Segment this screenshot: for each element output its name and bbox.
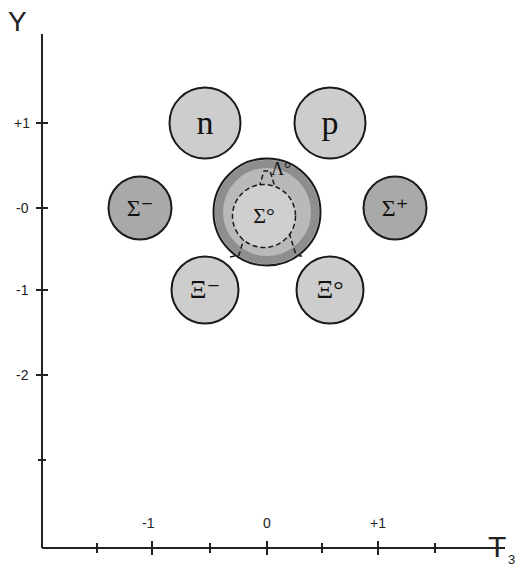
circle-shape [172, 257, 239, 324]
particle-circle: Σ⁻ [107, 175, 173, 241]
circle-shape [109, 177, 172, 240]
particle-circle: Σ⁺ [362, 175, 428, 241]
particle-symbol: Σ° [251, 204, 277, 228]
tick-label: -1 [142, 516, 154, 530]
inner-particle-circle: Σ° [231, 183, 297, 249]
particle-circle: p [293, 86, 367, 160]
axis-title: T [488, 532, 506, 562]
particle-circle: Ξ° [295, 255, 365, 325]
circle-shape [297, 257, 364, 324]
particle-symbol: p [322, 106, 339, 140]
tick-label: -1 [16, 283, 28, 297]
particle-circle: Λ° Σ° [212, 157, 322, 267]
particle-symbol: n [197, 106, 214, 140]
axis-title: Y [8, 8, 27, 36]
tick-label: +1 [370, 516, 386, 530]
circle-shape [214, 159, 321, 266]
particle-symbol: Σ⁻ [127, 196, 154, 220]
circle-shape [170, 88, 241, 159]
tick-label: +1 [14, 116, 30, 130]
particle-circle: Ξ⁻ [170, 255, 240, 325]
axis-subscript: 3 [508, 553, 515, 566]
circle-shape [295, 88, 366, 159]
circle-shape [364, 177, 427, 240]
particle-symbol: Ξ° [316, 277, 343, 303]
particle-circle: n [168, 86, 242, 160]
circle-shape [233, 185, 296, 248]
tick-label: 0 [263, 516, 271, 530]
shaded-ring [219, 164, 315, 260]
particle-symbol: Ξ⁻ [190, 277, 220, 303]
particle-symbol: Λ° [271, 160, 291, 178]
tick-label: -2 [16, 368, 28, 382]
tick-label: -0 [16, 201, 28, 215]
particle-symbol: Σ⁺ [382, 196, 409, 220]
